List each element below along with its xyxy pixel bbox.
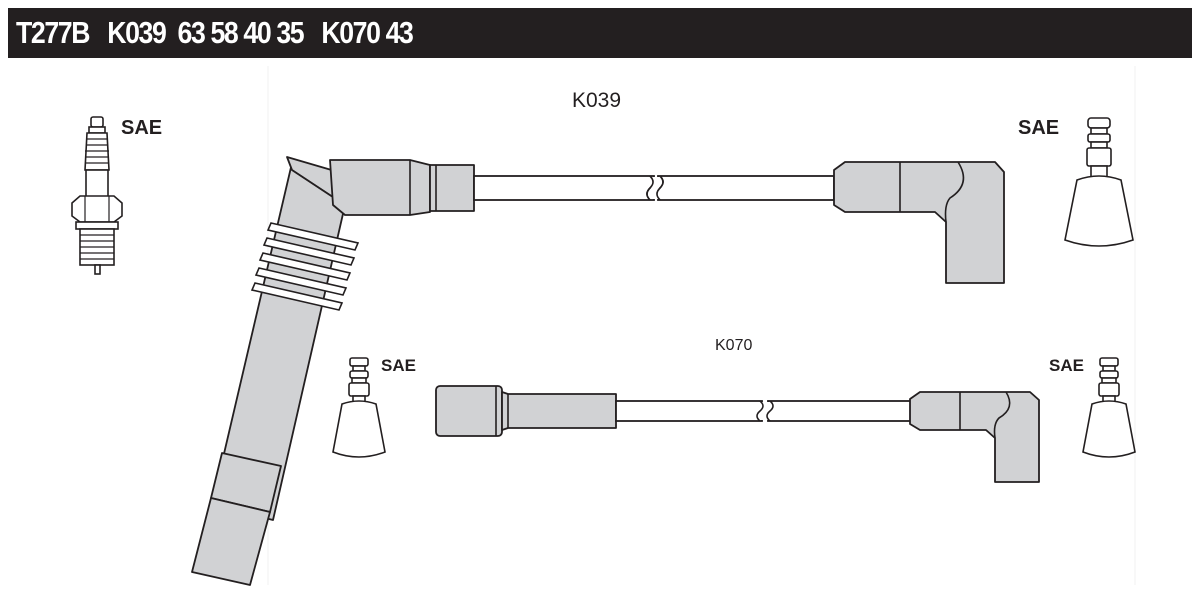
header-title: T277B K039 63 58 40 35 K070 43	[16, 15, 414, 50]
k070-wire-label: K070	[715, 337, 752, 354]
k070-left-sae-label: SAE	[381, 356, 416, 375]
k070-cable	[435, 385, 1040, 483]
k039-wire-label: K039	[572, 89, 621, 112]
k070-left-terminal-icon	[332, 357, 386, 458]
spark-plug-icon	[71, 116, 123, 275]
k070-right-terminal-icon	[1082, 357, 1136, 458]
k039-sae-label: SAE	[1018, 117, 1059, 139]
k070-right-sae-label: SAE	[1049, 356, 1084, 375]
header-bar: T277B K039 63 58 40 35 K070 43	[8, 8, 1192, 58]
k039-cable	[191, 156, 1005, 586]
k039-right-terminal-icon	[1064, 117, 1134, 247]
spark-plug-sae-label: SAE	[121, 117, 162, 139]
background-guides	[267, 66, 1136, 585]
